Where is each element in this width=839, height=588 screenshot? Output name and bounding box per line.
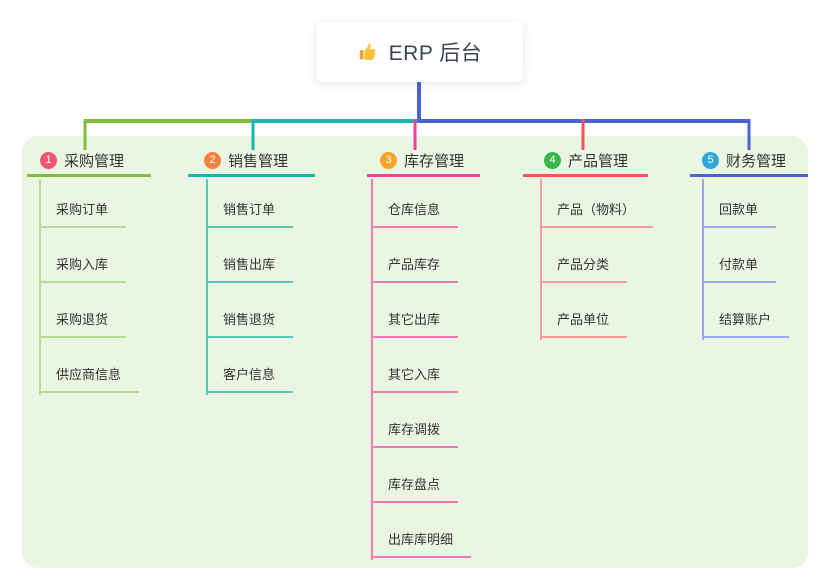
branch-node-4[interactable]: 4 产品管理 (523, 147, 648, 177)
child-node[interactable]: 出库库明细 (371, 530, 472, 558)
branch-node-2[interactable]: 2 销售管理 (188, 147, 315, 177)
child-node[interactable]: 客户信息 (206, 365, 294, 393)
child-node[interactable]: 回款单 (702, 200, 777, 228)
branch-label: 采购管理 (64, 153, 125, 170)
root-node-erp[interactable]: ERP 后台 (316, 22, 523, 82)
child-node[interactable]: 采购入库 (39, 255, 127, 283)
child-node[interactable]: 产品分类 (540, 255, 628, 283)
children-connector-line (371, 179, 373, 560)
child-node[interactable]: 仓库信息 (371, 200, 459, 228)
child-node[interactable]: 结算账户 (702, 310, 790, 338)
children-connector-line (702, 179, 704, 340)
child-node[interactable]: 库存调拨 (371, 420, 459, 448)
branch-label: 财务管理 (726, 153, 787, 170)
child-node[interactable]: 供应商信息 (39, 365, 140, 393)
branch-label: 产品管理 (568, 153, 629, 170)
branch-node-5[interactable]: 5 财务管理 (690, 147, 808, 177)
child-node[interactable]: 产品（物料） (540, 200, 654, 228)
badge-number-icon: 4 (544, 152, 561, 169)
branch-node-1[interactable]: 1 采购管理 (27, 147, 151, 177)
mindmap-canvas (22, 136, 808, 568)
child-node[interactable]: 销售退货 (206, 310, 294, 338)
child-node[interactable]: 采购退货 (39, 310, 127, 338)
badge-number-icon: 3 (380, 152, 397, 169)
child-node[interactable]: 销售订单 (206, 200, 294, 228)
child-node[interactable]: 其它入库 (371, 365, 459, 393)
badge-number-icon: 5 (702, 152, 719, 169)
child-node[interactable]: 产品单位 (540, 310, 628, 338)
children-connector-line (540, 179, 542, 340)
children-connector-line (39, 179, 41, 395)
child-node[interactable]: 付款单 (702, 255, 777, 283)
child-node[interactable]: 销售出库 (206, 255, 294, 283)
thumbs-up-icon (357, 41, 379, 63)
branch-label: 销售管理 (228, 153, 289, 170)
branch-node-3[interactable]: 3 库存管理 (367, 147, 480, 177)
branch-label: 库存管理 (404, 153, 465, 170)
child-node[interactable]: 采购订单 (39, 200, 127, 228)
child-node[interactable]: 产品库存 (371, 255, 459, 283)
badge-number-icon: 1 (40, 152, 57, 169)
children-connector-line (206, 179, 208, 395)
root-node-title: ERP 后台 (388, 42, 483, 65)
badge-number-icon: 2 (204, 152, 221, 169)
child-node[interactable]: 库存盘点 (371, 475, 459, 503)
child-node[interactable]: 其它出库 (371, 310, 459, 338)
